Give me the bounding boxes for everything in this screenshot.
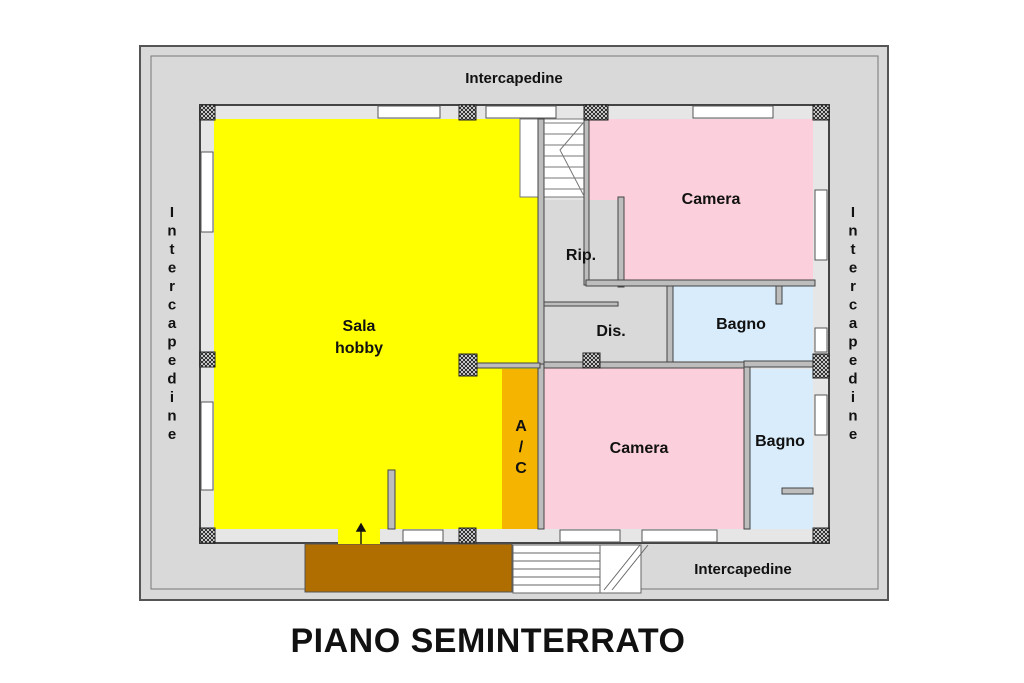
entrance-arrow-icon — [355, 522, 367, 544]
label-ripostiglio: Rip. — [566, 247, 596, 264]
label-bagno-top: Bagno — [716, 316, 766, 333]
label-intercapedine-bottom: Intercapedine — [694, 561, 792, 578]
label-sala-hobby-line1: Sala — [343, 318, 376, 335]
label-bagno-bottom: Bagno — [755, 433, 805, 450]
room-bagno-top — [673, 286, 813, 361]
room-camera-bottom — [544, 367, 744, 529]
label-ac-line1: A — [515, 418, 527, 435]
label-intercapedine-top: Intercapedine — [465, 70, 563, 87]
label-disimpegno: Dis. — [596, 323, 625, 340]
structural-pillars — [199, 104, 830, 544]
room-disimpegno — [544, 286, 671, 364]
entrance-terrace — [304, 543, 513, 593]
label-sala-hobby-line2: hobby — [335, 340, 383, 357]
label-ac-line2: / — [519, 439, 524, 456]
room-ac — [502, 369, 541, 529]
room-sala-hobby — [214, 119, 541, 529]
page-title: PIANO SEMINTERRATO — [290, 622, 686, 660]
room-camera-top — [588, 119, 813, 283]
label-camera-top: Camera — [682, 191, 741, 208]
interior-walls — [387, 118, 816, 530]
entrance-door — [338, 529, 380, 544]
stairs-internal — [544, 121, 585, 197]
stairs-external — [512, 544, 649, 594]
label-ac-line3: C — [515, 460, 527, 477]
room-bagno-bottom — [750, 369, 813, 529]
windows — [200, 105, 828, 543]
label-camera-bottom: Camera — [610, 440, 669, 457]
